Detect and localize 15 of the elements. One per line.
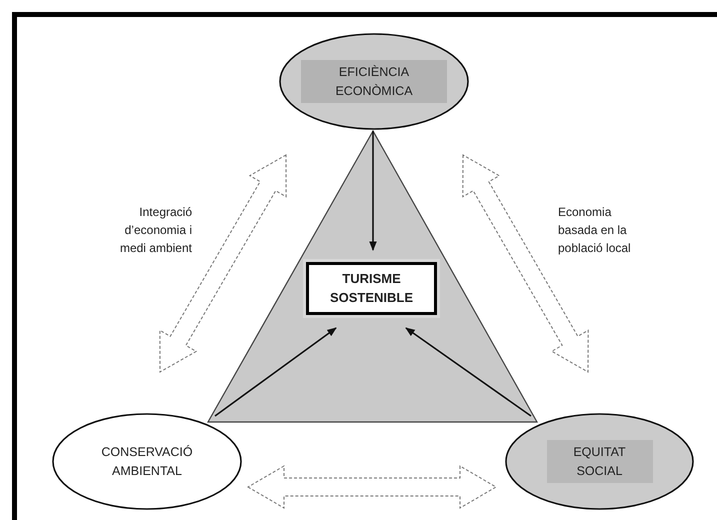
concept-ellipse [52,413,242,510]
concept-box [306,262,437,315]
concept-label: EQUITAT SOCIAL [546,440,652,483]
edge-label: Economia basada en la població local [558,204,632,257]
double-block-arrow [159,154,287,373]
concept-label: EFICIÈNCIA ECONÒMICA [301,60,447,103]
concept-label: CONSERVACIÓ AMBIENTAL [100,444,194,480]
double-block-arrow [462,154,589,373]
edge-label: Integració d’economia i medi ambient [118,204,192,257]
double-block-arrow [247,465,497,509]
concept-ellipse [279,33,469,130]
arrow [214,327,337,417]
concept-ellipse [505,413,694,510]
arrow [369,131,377,251]
concept-label: TURISME SOSTENIBLE [328,270,414,306]
